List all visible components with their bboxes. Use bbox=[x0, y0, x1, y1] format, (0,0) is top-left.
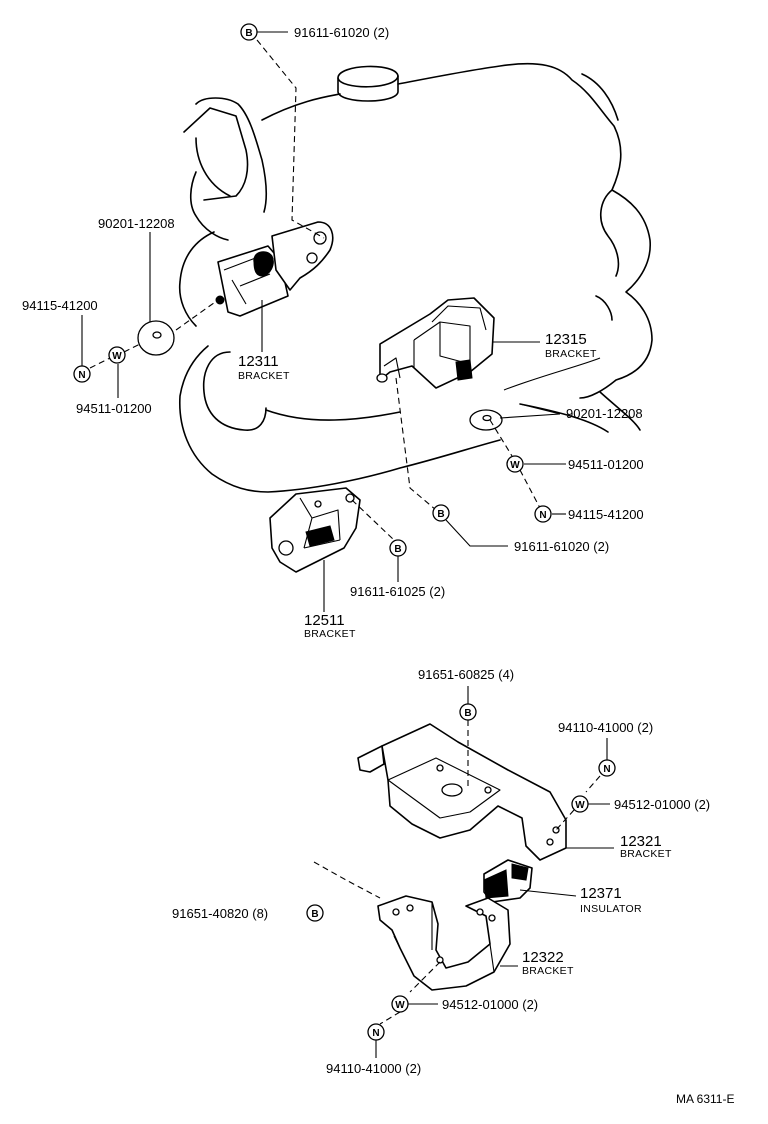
part-label: BRACKET bbox=[620, 848, 672, 860]
washer-symbol: W bbox=[395, 1000, 405, 1011]
part-label: BRACKET bbox=[304, 628, 356, 640]
washer-symbol: W bbox=[575, 800, 585, 811]
bolt-symbol: B bbox=[437, 509, 444, 520]
callout-94115-41200-left: 94115-41200 N bbox=[22, 298, 98, 383]
bolt-symbol: B bbox=[394, 544, 401, 555]
nut-symbol: N bbox=[78, 370, 85, 381]
washer-right-hole bbox=[482, 414, 492, 422]
part-number: 94115-41200 bbox=[568, 507, 644, 522]
part-label: BRACKET bbox=[238, 370, 290, 382]
part-number: 91611-61025 (2) bbox=[350, 584, 445, 599]
bolt-symbol: B bbox=[464, 708, 471, 719]
callout-12322: 12322 BRACKET bbox=[522, 949, 574, 977]
leader-lines bbox=[81, 31, 614, 1058]
part-number: 94110-41000 (2) bbox=[558, 720, 653, 735]
callout-94511-01200-left: W 94511-01200 bbox=[76, 346, 152, 416]
part-number: 90201-12208 bbox=[566, 406, 643, 421]
callout-12315: 12315 BRACKET bbox=[545, 331, 597, 360]
callout-90201-12208-right: 90201-12208 bbox=[566, 406, 643, 421]
callout-90201-12208-left: 90201-12208 bbox=[98, 216, 175, 231]
callout-94512-01000-bottom: W 94512-01000 (2) bbox=[391, 995, 538, 1013]
part-number: 12371 bbox=[580, 885, 622, 902]
callout-94115-41200-right: N 94115-41200 bbox=[534, 505, 644, 523]
part-number: 12511 bbox=[304, 612, 345, 629]
callout-91651-40820: 91651-40820 (8) B bbox=[172, 904, 324, 922]
bracket-12511-drawing bbox=[269, 487, 361, 573]
engine-block-drawing bbox=[178, 62, 653, 493]
part-number: 12321 bbox=[620, 833, 662, 850]
callout-91611-61020-mid: B 91611-61020 (2) bbox=[432, 504, 609, 554]
part-label: BRACKET bbox=[522, 965, 574, 977]
part-number: 91611-61020 (2) bbox=[294, 25, 389, 40]
part-number: 94115-41200 bbox=[22, 298, 98, 313]
bracket-12315-drawing bbox=[376, 297, 495, 389]
callout-94512-01000-top: W 94512-01000 (2) bbox=[571, 795, 710, 813]
callout-12511: 12511 BRACKET bbox=[304, 612, 356, 640]
bracket-12322-drawing bbox=[377, 895, 511, 991]
callout-91611-61025: B 91611-61025 (2) bbox=[350, 539, 445, 599]
callout-94110-41000-bottom: N 94110-41000 (2) bbox=[326, 1023, 421, 1076]
callout-12321: 12321 BRACKET bbox=[620, 833, 672, 860]
callout-91651-60825: 91651-60825 (4) B bbox=[418, 667, 514, 721]
part-number: 12322 bbox=[522, 949, 564, 966]
part-number: 91611-61020 (2) bbox=[514, 539, 609, 554]
callout-91611-61020-top: B 91611-61020 (2) bbox=[240, 23, 389, 41]
part-label: INSULATOR bbox=[580, 903, 642, 915]
part-number: 94512-01000 (2) bbox=[442, 997, 538, 1012]
washer-symbol: W bbox=[112, 351, 122, 362]
nut-symbol: N bbox=[372, 1028, 379, 1039]
part-number: 94511-01200 bbox=[568, 457, 644, 472]
insulator-12371-drawing bbox=[483, 859, 533, 903]
bolt-symbol: B bbox=[311, 909, 318, 920]
part-number: 94110-41000 (2) bbox=[326, 1061, 421, 1076]
part-number: 94511-01200 bbox=[76, 401, 152, 416]
callout-12371: 12371 INSULATOR bbox=[580, 885, 642, 915]
callout-94511-01200-right: W 94511-01200 bbox=[506, 455, 644, 473]
part-number: 91651-60825 (4) bbox=[418, 667, 514, 682]
part-number: 91651-40820 (8) bbox=[172, 906, 268, 921]
part-label: BRACKET bbox=[545, 348, 597, 360]
callout-12311: 12311 BRACKET bbox=[238, 353, 290, 382]
callout-94110-41000-top: 94110-41000 (2) N bbox=[558, 720, 653, 777]
figure-code: MA 6311-E bbox=[676, 1092, 734, 1106]
washer-left-hole bbox=[152, 331, 162, 339]
part-number: 94512-01000 (2) bbox=[614, 797, 710, 812]
washer-symbol: W bbox=[510, 460, 520, 471]
part-number: 12315 bbox=[545, 331, 587, 348]
part-number: 90201-12208 bbox=[98, 216, 175, 231]
nut-symbol: N bbox=[603, 764, 610, 775]
part-number: 12311 bbox=[238, 353, 279, 370]
bracket-12321-drawing bbox=[357, 723, 567, 861]
bolt-symbol: B bbox=[245, 28, 252, 39]
nut-symbol: N bbox=[539, 510, 546, 521]
bracket-12311-drawing bbox=[215, 221, 334, 317]
